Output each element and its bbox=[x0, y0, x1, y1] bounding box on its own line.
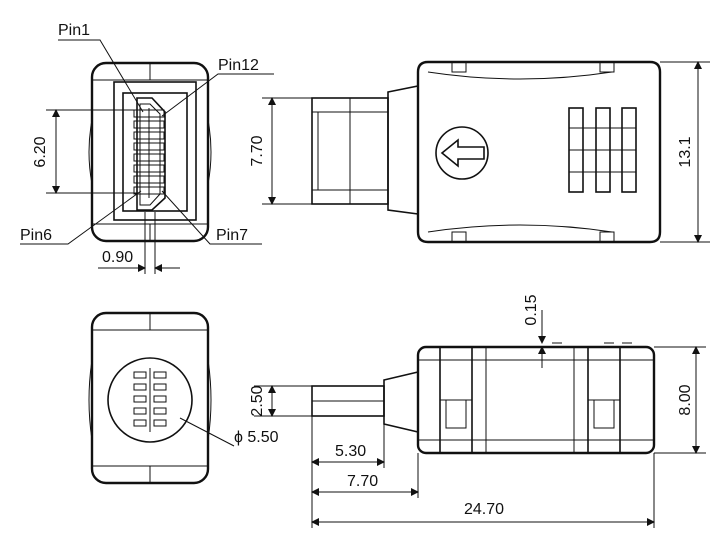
dim-label-24-70: 24.70 bbox=[464, 501, 504, 518]
rear-pins bbox=[133, 368, 167, 432]
side-view bbox=[311, 60, 662, 244]
dim-label-2-50: 2.50 bbox=[249, 385, 266, 416]
dimension-5-30: 5.30 bbox=[311, 443, 385, 466]
dim-label-13-1: 13.1 bbox=[677, 136, 694, 167]
top-view bbox=[311, 342, 656, 455]
dim-label-6-20: 6.20 bbox=[32, 136, 49, 167]
pin1-label: Pin1 bbox=[58, 22, 90, 39]
dim-label-5-30: 5.30 bbox=[335, 443, 366, 460]
dimension-8-00: 8.00 bbox=[654, 346, 706, 454]
dim-label-8-00: 8.00 bbox=[677, 384, 694, 415]
dimension-7-70-height: 7.70 bbox=[249, 97, 312, 205]
dimension-6-20: 6.20 bbox=[32, 109, 138, 194]
grip-slots bbox=[568, 107, 637, 193]
dimension-24-70: 24.70 bbox=[311, 501, 655, 526]
pin6-label: Pin6 bbox=[20, 227, 52, 244]
rear-view bbox=[88, 311, 212, 485]
dimension-13-1: 13.1 bbox=[660, 61, 710, 243]
pin-labels: Pin1 Pin12 Pin6 Pin7 bbox=[20, 22, 274, 245]
dimension-2-50: 2.50 bbox=[249, 385, 312, 417]
dimension-0-15: 0.15 bbox=[523, 294, 546, 368]
dim-label-0-15: 0.15 bbox=[523, 294, 540, 325]
dim-label-7-70-width: 7.70 bbox=[347, 473, 378, 490]
pin-contacts bbox=[133, 108, 165, 198]
pin7-label: Pin7 bbox=[216, 227, 248, 244]
dim-label-0-90: 0.90 bbox=[102, 249, 133, 266]
dim-label-phi-5-50: ϕ 5.50 bbox=[234, 429, 279, 446]
dimension-0-90: 0.90 bbox=[98, 212, 180, 274]
pin12-label: Pin12 bbox=[218, 57, 259, 74]
dimension-phi-5-50: ϕ 5.50 bbox=[179, 417, 279, 447]
front-view bbox=[88, 61, 212, 243]
dimension-7-70-width: 7.70 bbox=[311, 473, 419, 496]
dim-label-7-70-height: 7.70 bbox=[249, 135, 266, 166]
